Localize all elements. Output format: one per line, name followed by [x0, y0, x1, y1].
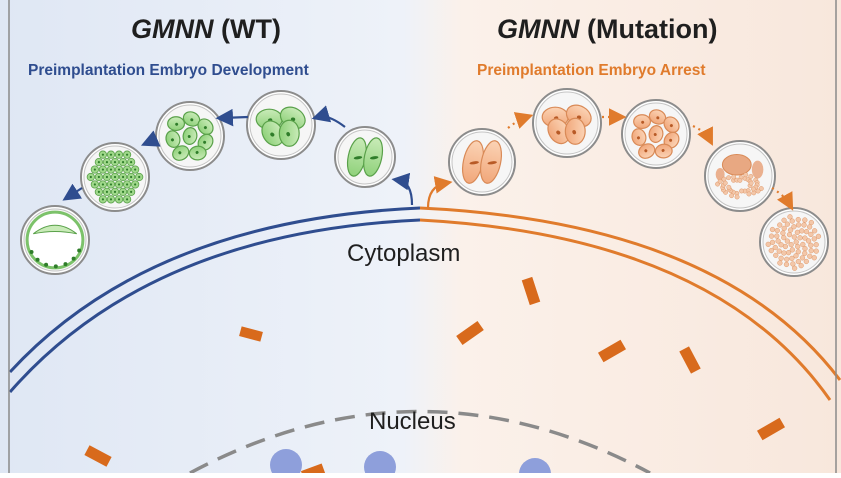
wt-progression-arrow: [62, 183, 83, 201]
mutation-progression-arrow: [507, 112, 534, 129]
mutation-embryo-8-cell: [621, 99, 691, 169]
cell-membrane: [8, 206, 841, 401]
mutation-condition: (Mutation): [587, 14, 718, 44]
wt-progression-arrow: [391, 172, 414, 206]
mutation-progression-arrow: [771, 187, 794, 211]
gmnn-fragment-0: [239, 326, 263, 342]
cytoplasm-label: Cytoplasm: [347, 240, 461, 267]
wt-embryo-series: [20, 90, 414, 275]
wt-title: GMNN (WT): [131, 14, 281, 45]
mutation-embryo-fragmented: [704, 140, 776, 212]
wt-embryo-blastocyst: [20, 205, 90, 275]
wt-condition: (WT): [221, 14, 281, 44]
mutation-subtitle: Preimplantation Embryo Arrest: [477, 62, 706, 79]
wt-embryo-8-cell: [155, 101, 225, 171]
wt-embryo-morula: [80, 142, 150, 212]
wt-subtitle: Preimplantation Embryo Development: [28, 62, 309, 79]
mutation-gene-name: GMNN: [497, 14, 580, 44]
nucleus-label: Nucleus: [369, 408, 456, 435]
gmnn-fragment-6: [84, 445, 112, 467]
wt-embryo-2-cell: [334, 126, 396, 188]
gmnn-fragment-1: [456, 321, 484, 345]
wt-progression-arrow: [311, 105, 346, 128]
gmnn-fragment-3: [597, 339, 627, 363]
wt-embryo-4-cell: [246, 90, 316, 160]
gmnn-fragment-5: [756, 417, 786, 441]
gmnn-fragment-4: [679, 346, 701, 374]
mutation-embryo-series: [426, 88, 829, 277]
wt-gene-name: GMNN: [131, 14, 214, 44]
mutation-progression-arrow: [692, 125, 713, 146]
gmnn-protein-fragments: [84, 276, 786, 478]
wt-progression-arrow: [140, 130, 161, 147]
gmnn-fragment-2: [521, 276, 541, 306]
nucleus-membrane: [189, 409, 651, 475]
mutation-embryo-degenerated: [759, 207, 829, 277]
mutation-embryo-4-cell: [532, 88, 602, 158]
mutation-entry-arrow: [426, 176, 453, 209]
mutation-title: GMNN (Mutation): [497, 14, 717, 45]
wt-progression-arrow: [215, 108, 249, 127]
mutation-embryo-2-cell: [448, 128, 516, 196]
